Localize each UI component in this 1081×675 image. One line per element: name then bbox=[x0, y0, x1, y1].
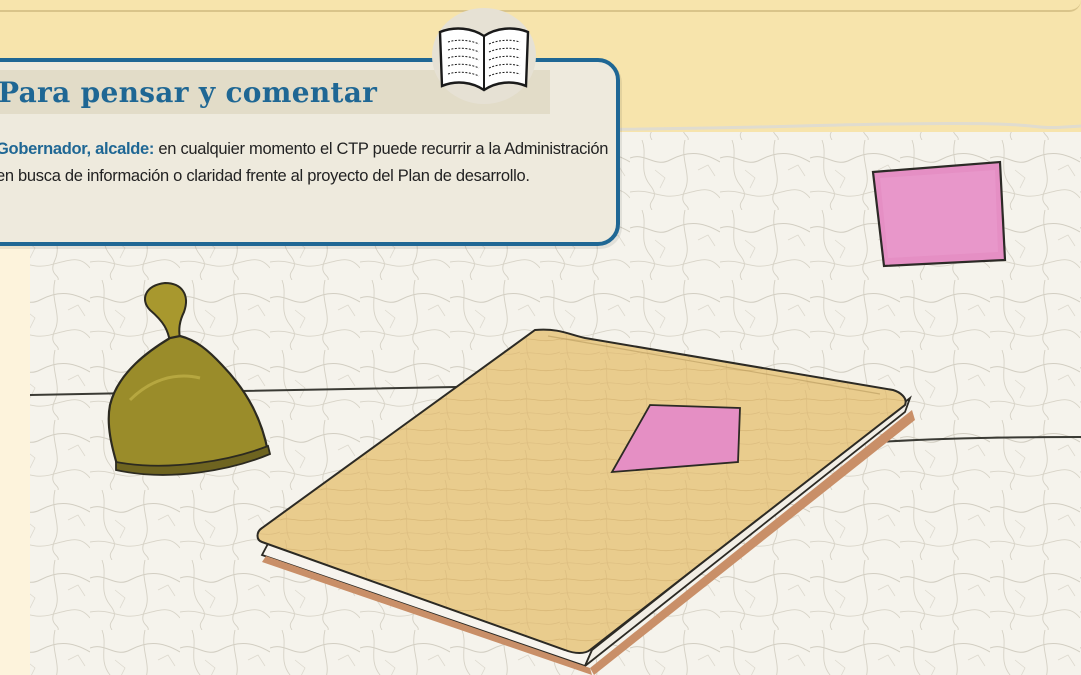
rubber-stamp bbox=[107, 281, 272, 476]
pink-sticky-note bbox=[871, 160, 1007, 268]
callout-title: Para pensar y comentar bbox=[0, 76, 378, 109]
callout-body: Gobernador, alcalde: en cualquier moment… bbox=[0, 136, 611, 190]
top-band-edge bbox=[0, 0, 1081, 12]
book-sticky-note bbox=[610, 404, 741, 474]
table-edge-line bbox=[879, 436, 1081, 443]
callout-lead: Gobernador, alcalde: bbox=[0, 140, 155, 158]
open-book-icon bbox=[432, 8, 536, 104]
closed-book bbox=[256, 328, 915, 675]
callout-body-text: en cualquier momento el CTP puede recurr… bbox=[0, 140, 609, 185]
